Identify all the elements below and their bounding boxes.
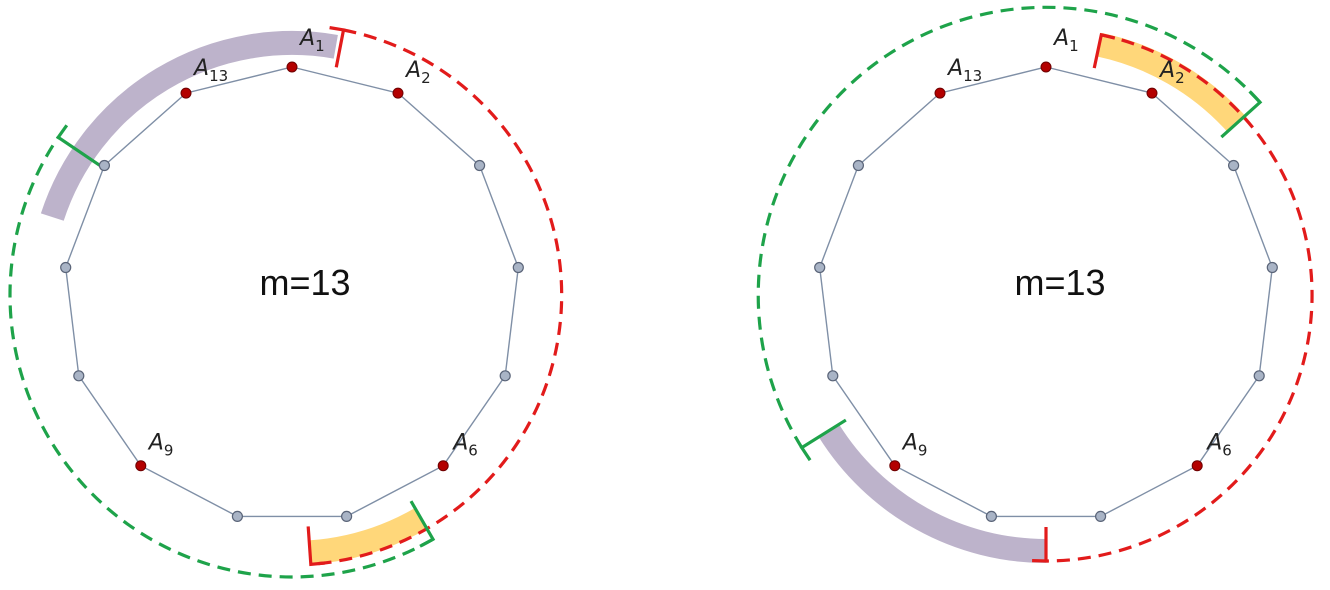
vertex-label-a1: A1 <box>298 26 325 55</box>
vertex-label-subscript: 13 <box>209 67 228 85</box>
arc-green <box>8 136 434 579</box>
dashed-arcs <box>8 28 564 579</box>
vertex-label-subscript: 9 <box>918 442 928 460</box>
arc-red <box>310 28 564 566</box>
vertex-10 <box>827 370 839 382</box>
vertex-label-a2: A2 <box>404 58 431 87</box>
polygon-vertices <box>814 61 1278 523</box>
band-gray <box>818 424 1047 563</box>
vertex-label-subscript: 1 <box>1069 37 1079 55</box>
vertex-2 <box>392 87 404 99</box>
vertex-2 <box>1146 87 1158 99</box>
dashed-arcs <box>756 5 1314 563</box>
vertex-1 <box>1040 61 1052 73</box>
vertex-label-base: A <box>147 431 164 456</box>
vertex-5 <box>499 370 511 382</box>
vertex-label-base: A <box>946 56 963 81</box>
arc-green <box>756 5 1262 449</box>
vertex-7 <box>1094 510 1107 523</box>
vertex-11 <box>60 261 72 274</box>
vertex-3 <box>1227 159 1240 172</box>
vertex-label-a6: A6 <box>1205 431 1232 460</box>
arc-brackets <box>55 26 436 567</box>
vertex-7 <box>341 510 353 523</box>
polygon-edges <box>64 66 520 518</box>
vertex-label-a1: A1 <box>1052 26 1079 55</box>
vertex-label-subscript: 6 <box>1222 442 1232 460</box>
vertex-label-subscript: 2 <box>421 69 431 87</box>
vertex-4 <box>512 261 524 274</box>
vertex-label-subscript: 13 <box>963 67 982 85</box>
vertex-3 <box>474 159 486 172</box>
vertex-11 <box>814 261 826 274</box>
vertex-label-a2: A2 <box>1158 58 1185 87</box>
vertex-label-base: A <box>901 431 918 456</box>
vertex-label-a9: A9 <box>147 431 174 460</box>
arc-red <box>1045 33 1314 563</box>
band-yellow <box>1096 32 1246 132</box>
polygon-13-gon <box>64 66 520 518</box>
band-yellow <box>308 507 428 565</box>
vertex-label-subscript: 6 <box>468 442 478 460</box>
bracket-red-start <box>1092 32 1116 69</box>
vertex-label-base: A <box>1205 431 1222 456</box>
bracket-red-end <box>306 526 326 567</box>
bracket-green-start <box>409 500 436 548</box>
polygon-13-gon <box>818 66 1274 518</box>
vertex-6 <box>437 460 449 472</box>
highlight-bands <box>40 31 428 565</box>
vertex-4 <box>1266 261 1278 274</box>
vertex-10 <box>73 370 85 382</box>
vertex-label-base: A <box>451 431 468 456</box>
center-label: m=13 <box>259 262 350 303</box>
vertex-8 <box>231 510 243 523</box>
vertex-13 <box>180 87 192 99</box>
vertex-label-a13: A13 <box>192 56 228 85</box>
vertex-8 <box>985 510 998 523</box>
vertex-13 <box>934 87 946 99</box>
bracket-red-start <box>329 26 346 68</box>
vertex-label-subscript: 2 <box>1175 69 1185 87</box>
vertex-label-a13: A13 <box>946 56 982 85</box>
vertex-label-base: A <box>192 56 209 81</box>
center-label: m=13 <box>1014 262 1105 303</box>
vertex-label-base: A <box>404 58 421 83</box>
vertex-1 <box>286 61 298 73</box>
polygon-edges <box>818 66 1274 518</box>
highlight-bands <box>818 32 1246 563</box>
bracket-green-end <box>55 124 101 167</box>
vertex-label-subscript: 9 <box>164 442 174 460</box>
vertex-9 <box>889 460 901 472</box>
vertex-6 <box>1191 460 1203 472</box>
bracket-green-end <box>799 418 847 462</box>
vertex-label-base: A <box>298 26 315 51</box>
vertex-label-base: A <box>1158 58 1175 83</box>
vertex-12 <box>852 159 865 172</box>
vertex-label-base: A <box>1052 26 1069 51</box>
arc-brackets <box>799 32 1263 563</box>
vertex-label-subscript: 1 <box>315 37 325 55</box>
polygon-vertices <box>60 61 524 523</box>
vertex-12 <box>98 159 111 172</box>
band-gray <box>40 31 338 221</box>
vertex-label-a6: A6 <box>451 431 478 460</box>
vertex-9 <box>135 460 147 472</box>
vertex-5 <box>1253 370 1265 382</box>
bracket-red-end <box>1032 527 1048 563</box>
vertex-label-a9: A9 <box>901 431 928 460</box>
bracket-green-start <box>1220 90 1263 139</box>
